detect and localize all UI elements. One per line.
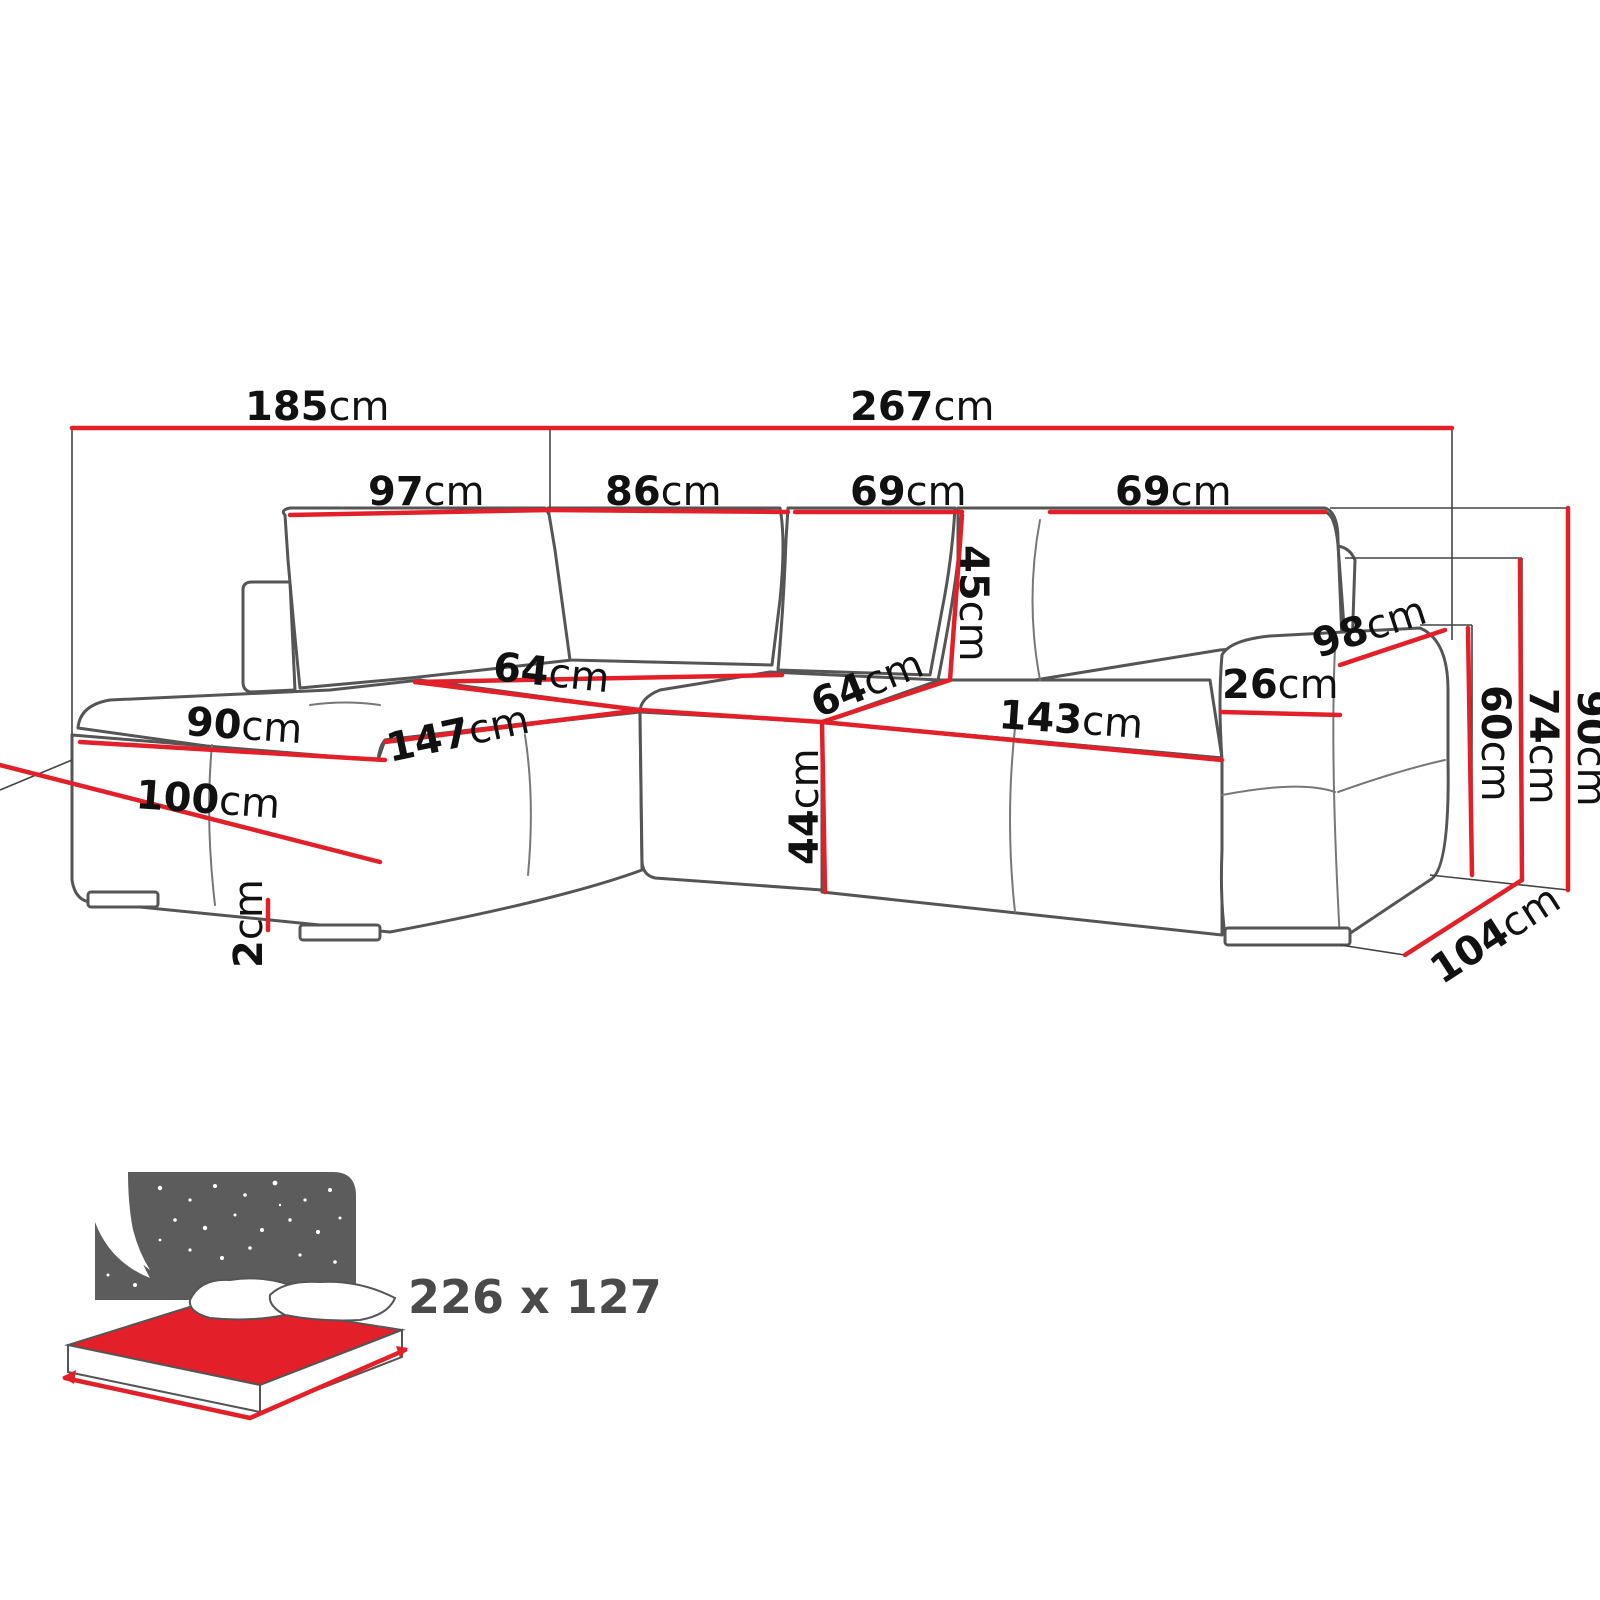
dim-line-armrest-width: [1219, 709, 1343, 718]
label-back-4: 69cm: [1115, 469, 1232, 515]
label-armrest-width: 26cm: [1222, 662, 1339, 708]
dim-line-back-1: [287, 507, 553, 518]
label-chaise-seat: 90cm: [184, 699, 304, 753]
pillow-right: [268, 1280, 397, 1322]
label-depth: 104cm: [1422, 876, 1568, 993]
label-chaise-width: 100cm: [134, 772, 281, 828]
dim-line-seat-depth-a: [412, 672, 785, 685]
dimension-lines: [0, 425, 1571, 958]
dim-line-seat-height: [819, 719, 828, 895]
label-back-top-height: 74cm: [1520, 688, 1566, 805]
back-cushion-3: [776, 506, 957, 677]
middle-seat: [638, 670, 942, 724]
dim-line-chaise-seat: [77, 739, 388, 763]
arrow-length: [62, 1347, 408, 1421]
dim-line-back-height: [947, 512, 965, 683]
label-seat-height: 44cm: [782, 748, 828, 865]
label-total-height: 90cm: [1568, 690, 1600, 807]
label-total-right: 267cm: [850, 384, 994, 430]
chaise-front: [70, 710, 644, 934]
dim-line-chaise-width: [0, 762, 383, 865]
label-seat-length: 143cm: [997, 692, 1144, 748]
dim-line-back-top-height: [1517, 557, 1525, 883]
dim-line-chaise-length: [382, 707, 643, 745]
label-seat-depth-a: 64cm: [491, 644, 612, 702]
label-back-1: 97cm: [368, 469, 485, 515]
back-cushion-2: [546, 506, 785, 667]
dim-line-seat-length: [819, 719, 1225, 763]
label-back-2: 86cm: [605, 469, 722, 515]
sleeping-area-label: 226 x 127: [408, 1270, 662, 1324]
leg-right: [1223, 926, 1352, 947]
chaise-armrest: [241, 580, 297, 694]
middle-front: [638, 710, 824, 892]
sleeping-area-icon: 226 x 127: [62, 1172, 662, 1421]
label-total-left: 185cm: [245, 384, 389, 430]
dim-line-seat-depth-a2: [412, 679, 643, 713]
leg-left: [86, 890, 160, 909]
sofa-illustration: [70, 506, 1450, 947]
stars-icon: [106, 1180, 342, 1287]
label-armrest-height: 60cm: [1472, 685, 1518, 802]
label-leg-height: 2cm: [226, 879, 272, 968]
night-sky-panel: [95, 1172, 356, 1300]
label-back-height: 45cm: [950, 545, 996, 662]
dim-line-back-2: [547, 507, 791, 515]
dim-line-seat-depth-b2: [819, 677, 953, 725]
mattress-side-right: [259, 1328, 403, 1414]
dim-line-seat-depth-b: [637, 707, 825, 725]
dim-line-armrest-length: [1337, 627, 1448, 668]
leg-middle: [298, 923, 382, 942]
dim-line-depth: [1402, 877, 1525, 958]
label-back-3: 69cm: [850, 469, 967, 515]
dim-line-armrest-height: [1465, 625, 1475, 878]
